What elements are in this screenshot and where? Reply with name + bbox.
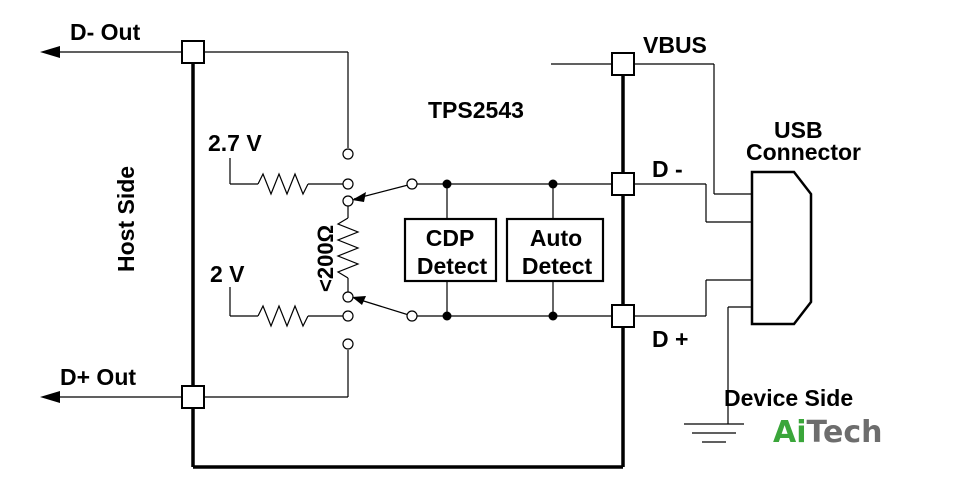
ground-symbol — [684, 423, 744, 443]
vbus-label: VBUS — [643, 32, 707, 58]
internal-data-lines — [417, 179, 623, 321]
usb-label-line1: USB — [774, 117, 823, 143]
vbus-line — [551, 63, 752, 195]
d-plus-out-line — [40, 350, 349, 403]
auto-label-line1: Auto — [530, 225, 582, 251]
switch-arms — [352, 178, 418, 322]
switch-contacts — [342, 148, 354, 350]
voltage-2v-label: 2 V — [210, 261, 245, 287]
chip-name-label: TPS2543 — [428, 97, 524, 123]
logo-part-ai: Ai — [773, 415, 807, 450]
d-minus-out-line — [40, 46, 349, 148]
d-plus-out-label: D+ Out — [60, 364, 136, 390]
logo-part-tech: Tech — [807, 415, 883, 450]
host-side-label: Host Side — [113, 166, 139, 272]
d-minus-label: D - — [652, 156, 683, 182]
resistor-2v7 — [229, 158, 344, 196]
d-plus-label: D + — [652, 326, 688, 352]
usb-label-line2: Connector — [746, 139, 861, 165]
resistor-value-label: <200Ω — [313, 225, 338, 292]
aitech-logo: AiTech — [773, 415, 882, 450]
logo-text: AiTech — [773, 415, 882, 450]
device-side-label: Device Side — [724, 385, 853, 411]
usb-connector — [750, 170, 813, 326]
resistor-2v — [229, 287, 344, 328]
cdp-label-line2: Detect — [417, 253, 488, 279]
voltage-2v7-label: 2.7 V — [208, 130, 262, 156]
boundary-pads — [181, 40, 635, 409]
cdp-detect-box — [403, 217, 498, 283]
cdp-label-line1: CDP — [426, 225, 475, 251]
external-data-lines — [623, 183, 752, 424]
auto-label-line2: Detect — [522, 253, 593, 279]
resistor-200-ohm — [336, 205, 360, 292]
auto-detect-box — [505, 217, 605, 283]
d-minus-out-label: D- Out — [70, 19, 141, 45]
